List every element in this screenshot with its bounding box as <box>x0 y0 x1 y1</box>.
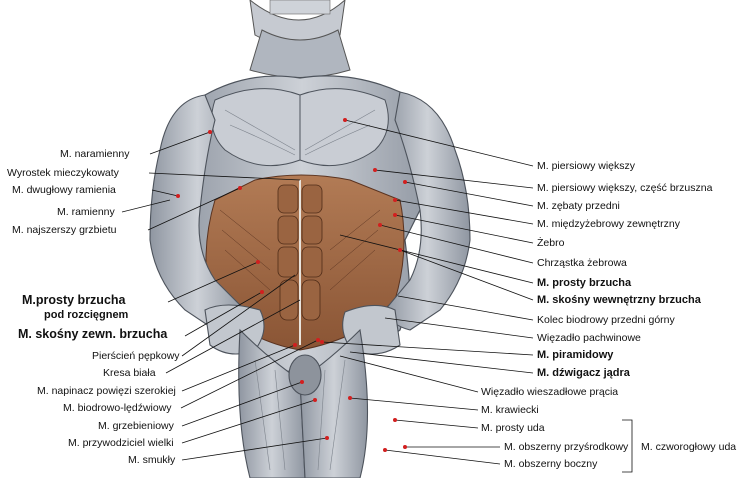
label-m-naramienny: M. naramienny <box>60 148 130 160</box>
label-m-miedzyzebrowy-zewnetrzny: M. międzyżebrowy zewnętrzny <box>537 218 680 230</box>
label-m-czworoglowy-uda: M. czworogłowy uda <box>641 441 737 453</box>
label-m-przywodziciel-wielki: M. przywodziciel wielki <box>68 437 174 449</box>
label-m-dzwigacz-jadra: M. dźwigacz jądra <box>537 367 630 379</box>
label-m-piersiowy-wiekszy: M. piersiowy większy <box>537 160 636 172</box>
label-m-piersiowy-czesc-brzuszna: M. piersiowy większy, część brzuszna <box>537 182 713 194</box>
label-m-grzebieniowy: M. grzebieniowy <box>98 420 174 432</box>
label-m-skosny-zewn-brzucha: M. skośny zewn. brzucha <box>18 327 168 341</box>
label-m-obszerny-przysrodkowy: M. obszerny przyśrodkowy <box>504 441 629 453</box>
label-m-prosty-uda: M. prosty uda <box>481 422 545 434</box>
label-m-najszerszy-grzbietu: M. najszerszy grzbietu <box>12 224 117 236</box>
label-wyrostek-mieczykowaty: Wyrostek mieczykowaty <box>7 167 119 179</box>
label-m-piramidowy: M. piramidowy <box>537 349 614 361</box>
label-kolec-biodrowy: Kolec biodrowy przedni górny <box>537 314 675 326</box>
label-m-dwuglowy-ramienia: M. dwugłowy ramienia <box>12 184 116 196</box>
label-m-smukly: M. smukły <box>128 454 176 466</box>
label-pod-rozciegnem: pod rozcięgnem <box>44 309 129 321</box>
head-neck <box>249 0 351 78</box>
label-wiezadlo-wieszadlowe: Więzadło wieszadłowe prącia <box>481 386 619 398</box>
label-m-biodrowo-ledzwiowy: M. biodrowo-lędźwiowy <box>63 402 172 414</box>
label-zebro: Żebro <box>537 237 565 249</box>
marker-dots <box>176 118 407 452</box>
label-m-zebaty-przedni: M. zębaty przedni <box>537 200 620 212</box>
legs <box>238 328 369 478</box>
label-wiezadlo-pachwinowe: Więzadło pachwinowe <box>537 332 641 344</box>
label-m-napinacz-powiezi: M. napinacz powięzi szerokiej <box>37 385 176 397</box>
label-m-krawiecki: M. krawiecki <box>481 404 539 416</box>
label-chrzastka-zebrowa: Chrząstka żebrowa <box>537 257 627 269</box>
label-kresa-biala: Kresa biała <box>103 367 156 379</box>
leader-lines <box>121 119 633 473</box>
label-pierscien-pepkowy: Pierścień pępkowy <box>92 350 180 362</box>
label-m-prosty-brzucha: M. prosty brzucha <box>537 277 632 289</box>
abdominal-muscles <box>205 174 405 351</box>
label-m-skosny-wewnetrzny-brzucha: M. skośny wewnętrzny brzucha <box>537 294 701 306</box>
label-m-prosty-brzucha-line1: M.prosty brzucha <box>22 293 126 307</box>
label-m-obszerny-boczny: M. obszerny boczny <box>504 458 598 470</box>
label-m-ramienny: M. ramienny <box>57 206 115 218</box>
